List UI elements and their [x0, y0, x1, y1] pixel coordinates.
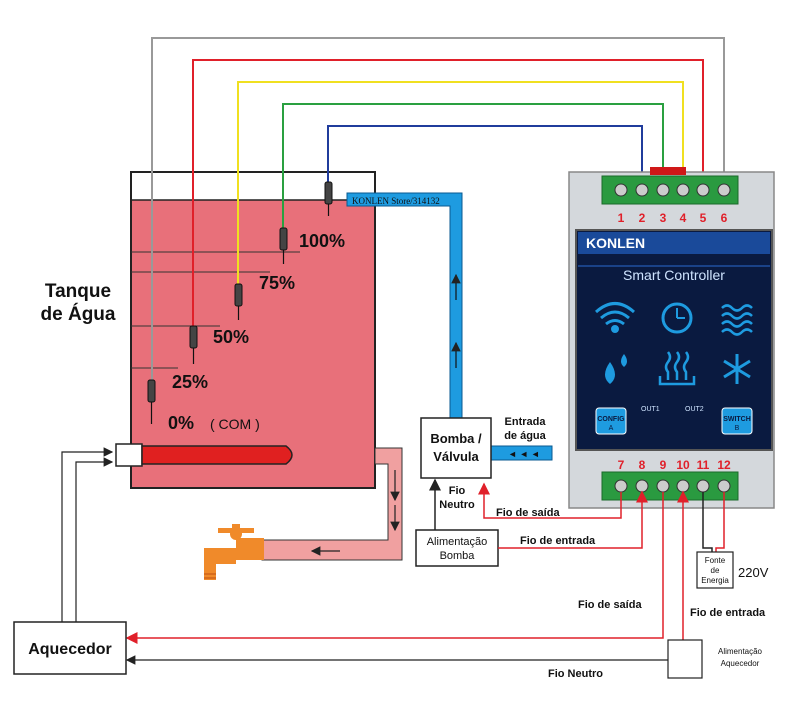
terminal-7: 7 — [618, 458, 625, 472]
power-source-3: Energia — [701, 576, 729, 585]
config-sub: A — [609, 425, 614, 432]
heater-terminal — [115, 443, 143, 467]
level-75: 75% — [259, 273, 295, 293]
terminal-6: 6 — [721, 211, 728, 225]
heater-power-2: Aquecedor — [721, 659, 760, 668]
water-tank — [130, 171, 376, 489]
config-label: CONFIG — [597, 416, 625, 423]
terminal-9: 9 — [660, 458, 667, 472]
pump-power-2: Bomba — [440, 550, 476, 562]
svg-text:◄ ◄ ◄: ◄ ◄ ◄ — [508, 449, 540, 459]
terminal-3: 3 — [660, 211, 667, 225]
timer-icon — [661, 302, 693, 334]
out1-label: OUT1 — [641, 406, 660, 413]
terminal-10: 10 — [676, 458, 690, 472]
terminal-2: 2 — [639, 211, 646, 225]
output-wire-pump: Fio de saída — [496, 507, 560, 519]
neutral-pump-1: Fio — [449, 485, 466, 497]
probe-50 — [234, 283, 243, 307]
terminal-11: 11 — [697, 458, 710, 472]
output-wire-heater: Fio de saída — [578, 599, 642, 611]
terminal-5: 5 — [700, 211, 707, 225]
probe-0 — [147, 379, 156, 403]
controller-subtitle: Smart Controller — [623, 267, 725, 283]
level-25: 25% — [172, 372, 208, 392]
heater-power-box — [667, 639, 703, 679]
switch-sub: B — [735, 425, 740, 432]
out2-label: OUT2 — [685, 406, 704, 413]
neutral-heater: Fio Neutro — [548, 668, 603, 680]
voltage-label: 220V — [738, 565, 769, 580]
brand-label: KONLEN — [586, 235, 645, 251]
wifi-icon — [595, 302, 635, 333]
level-100: 100% — [299, 231, 345, 251]
input-wire-heater: Fio de entrada — [690, 607, 766, 619]
water-drop-icon — [605, 354, 627, 384]
snowflake-icon — [723, 354, 751, 384]
heater-box — [13, 621, 127, 675]
pipe-store-label: KONLEN Store/314132 — [352, 196, 440, 206]
terminal-1: 1 — [618, 211, 625, 225]
pump-label-1: Bomba / — [430, 431, 482, 446]
wire-50-yellow — [237, 81, 684, 286]
level-50: 50% — [213, 327, 249, 347]
switch-label: SWITCH — [723, 416, 751, 423]
heater-label: Aquecedor — [28, 641, 112, 658]
wire-25-red — [192, 59, 704, 326]
wire-75-green — [282, 103, 664, 228]
terminal-12: 12 — [717, 458, 731, 472]
level-com: ( COM ) — [210, 416, 260, 432]
neutral-pump-2: Neutro — [439, 499, 475, 511]
waves-icon — [721, 304, 753, 336]
water-inlet-1: Entrada — [505, 416, 547, 428]
heating-element — [141, 445, 293, 465]
tank-title-1: Tanque — [45, 281, 111, 302]
wire-com-gray — [151, 37, 725, 380]
power-source-2: de — [711, 566, 720, 575]
power-source-box — [696, 551, 734, 589]
top-terminal-screws — [614, 183, 731, 197]
heater-power-1: Alimentação — [718, 647, 763, 656]
power-source-1: Fonte — [705, 556, 726, 565]
bottom-terminal-screws — [614, 479, 731, 493]
config-button[interactable] — [595, 407, 627, 435]
terminal-4: 4 — [680, 211, 687, 225]
level-0: 0% — [168, 413, 194, 433]
faucet-icon — [204, 524, 264, 580]
pump-label-2: Válvula — [433, 449, 479, 464]
probe-75 — [279, 227, 288, 251]
pump-power-1: Alimentação — [427, 536, 488, 548]
water-inlet-2: de água — [504, 430, 546, 442]
probe-100 — [324, 181, 333, 205]
wire-100-blue — [327, 125, 643, 184]
heat-icon — [658, 351, 696, 386]
switch-button[interactable] — [721, 407, 753, 435]
tank-title-2: de Água — [41, 303, 116, 325]
smart-controller — [568, 167, 775, 509]
probe-25 — [189, 325, 198, 349]
pump-valve-box — [420, 417, 492, 479]
terminal-8: 8 — [639, 458, 646, 472]
input-wire-pump: Fio de entrada — [520, 535, 596, 547]
